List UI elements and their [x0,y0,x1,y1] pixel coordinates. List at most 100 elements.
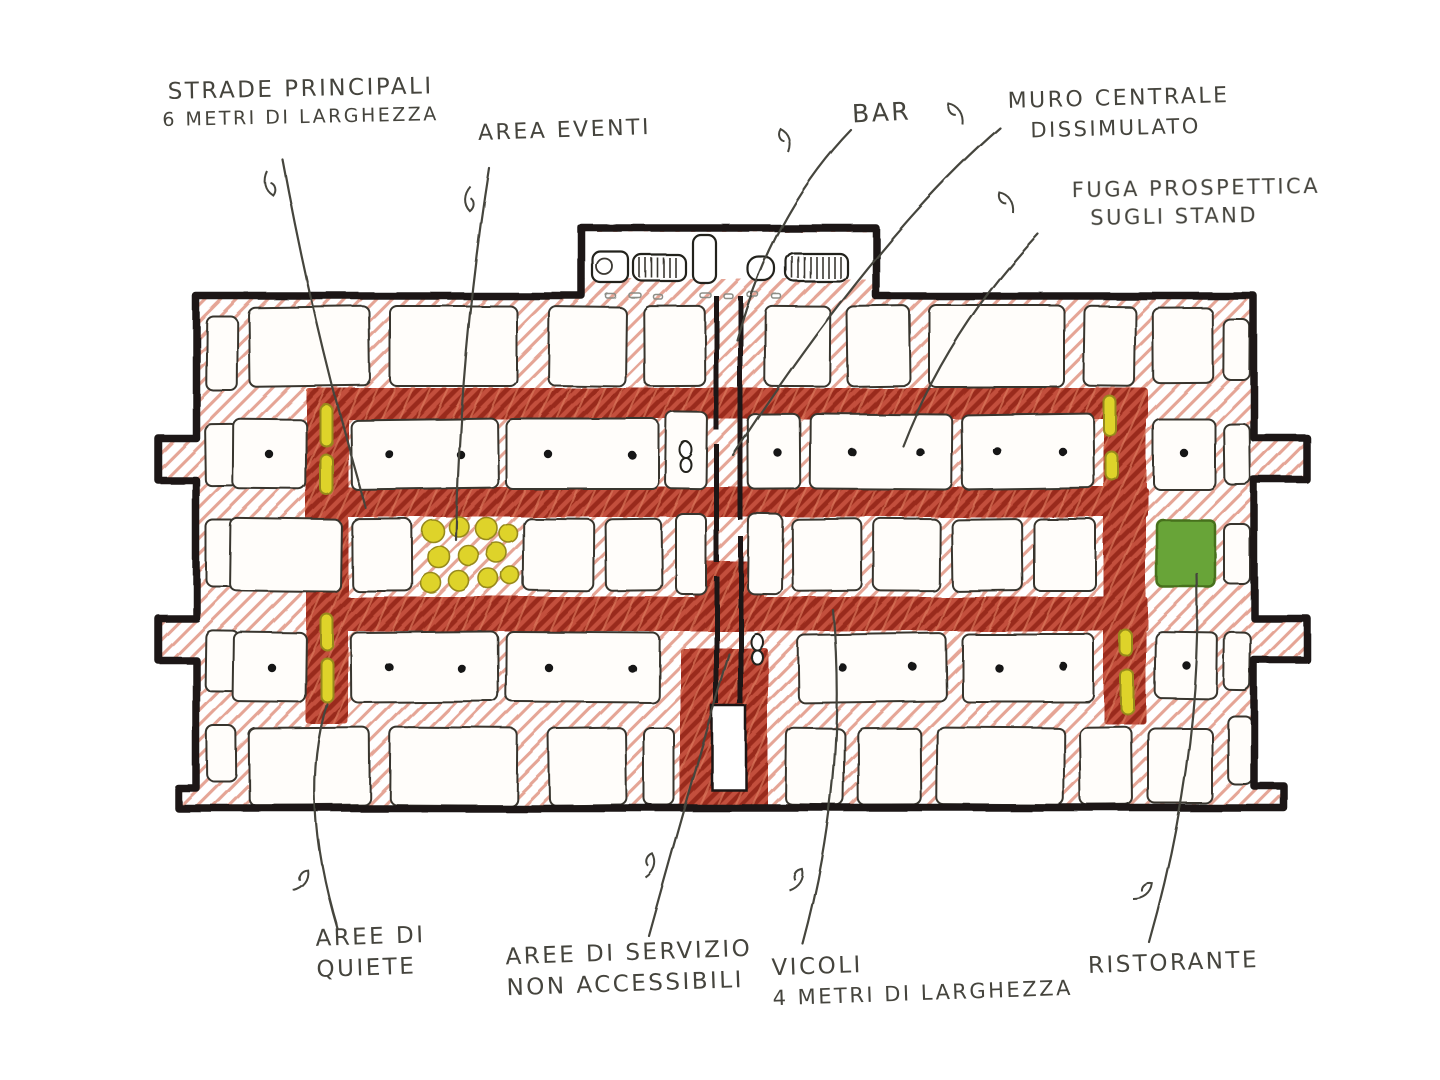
stand [746,512,784,596]
leader-aree-di-quiete-hook-arrow-icon [292,869,309,891]
leader-vicoli [801,608,838,946]
leader-aree-di-servizio-hook-arrow-icon [645,853,657,879]
stand [547,305,628,388]
event-area-seat [478,568,500,590]
leader-muro-centrale-hook-arrow-icon [946,102,964,125]
main-street-texture [694,561,764,603]
label-text: VICOLI [771,952,864,982]
stand [845,304,912,388]
bar-furniture-chair [596,258,614,276]
label-vicoli: VICOLI 4 METRI DI LARGHEZZA [771,943,1073,1013]
stand-dot [1181,660,1191,670]
leader-aree-di-servizio [647,652,731,938]
quiet-bench [320,657,334,703]
floor-mark [605,293,617,300]
stand-dot [915,447,925,457]
main-street-texture [306,487,1148,517]
stand-dot [384,662,394,672]
stand-dot [994,663,1004,673]
leader-fuga-prospettica-hook-arrow-icon [998,192,1016,215]
stool-icon [750,633,764,651]
stand-dot [772,447,782,457]
bar-furniture-round [591,250,631,285]
leader-ristorante-hook-arrow-icon [1131,881,1153,900]
event-area-seat [499,524,519,544]
stand [642,304,707,388]
stand-dot [543,662,553,672]
stand [856,726,923,807]
quiet-bench [1103,395,1117,437]
label-text: RISTORANTE [1087,947,1260,979]
stand-dot [1179,448,1189,458]
stand [1033,518,1097,592]
stand [1147,727,1213,804]
label-bar: BAR [851,94,912,131]
stand [204,314,239,392]
quiet-bench [1105,451,1119,481]
stand [763,304,832,388]
leader-ristorante [1147,572,1199,944]
central-wall-segment [714,576,719,704]
leader-strade-principali-hook-arrow-icon [264,171,277,198]
leader-bar [735,128,853,342]
stand [349,630,500,704]
event-area-seat [448,570,470,592]
stand [388,726,519,807]
label-text: QUIETE [316,953,417,983]
floor-mark [653,294,664,301]
stand [1222,630,1252,692]
stand-dot [1057,446,1067,456]
stand [1078,725,1134,807]
label-text: DISSIMULATO [1030,113,1202,143]
stand [1222,318,1252,382]
leader-area-eventi [454,166,491,542]
leader-bar-hook-arrow-icon [777,127,791,153]
label-text: BAR [851,96,912,129]
stand [950,517,1024,593]
stand-dot [267,663,277,673]
stand-dot [456,663,466,673]
stand [1222,422,1252,486]
bar-furniture-stripe [632,253,688,283]
bar-furniture-tall [691,233,718,285]
quiet-bench [319,453,333,495]
label-text: FUGA PROSPETTICA [1071,173,1321,203]
quiet-bench [320,613,334,651]
label-text: MURO CENTRALE [1007,83,1230,114]
stand-dot [627,450,637,460]
label-ristorante: RISTORANTE [1088,945,1260,982]
stand-dot [838,663,848,673]
label-text: SUGLI STAND [1090,203,1259,231]
leader-aree-di-quiete [313,702,339,930]
stand-dot [847,447,857,457]
stand [1226,714,1254,786]
leader-vicoli-hook-arrow-icon [788,867,804,891]
event-area-seat [448,516,470,538]
label-aree-di-quiete: AREE DI QUIETE [315,920,427,986]
stand [389,305,518,387]
label-muro-centrale: MURO CENTRALE DISSIMULATO [1007,81,1230,145]
stand [872,517,942,593]
floor-mark [699,292,712,299]
stand [247,305,372,388]
stand-dot [908,662,918,672]
building-outer-wall [154,224,1311,812]
floor-mark [771,293,782,300]
leader-fuga-prospettica [901,232,1040,448]
stool-icon [679,457,693,473]
event-area-seat [501,566,521,586]
stand [504,630,661,704]
stand [961,633,1095,703]
ristorante-square [1155,518,1217,589]
label-aree-di-servizio: AREE DI SERVIZIO NON ACCESSIBILI [505,934,754,1005]
event-area-seat [458,545,480,567]
stand [808,412,954,491]
event-area-seat [420,572,442,594]
stand [643,727,675,806]
stand [247,726,372,807]
floor-mark [723,293,734,300]
service-hole [710,704,748,792]
floor-mark [628,292,642,299]
label-area-eventi: AREA EVENTI [478,113,652,149]
